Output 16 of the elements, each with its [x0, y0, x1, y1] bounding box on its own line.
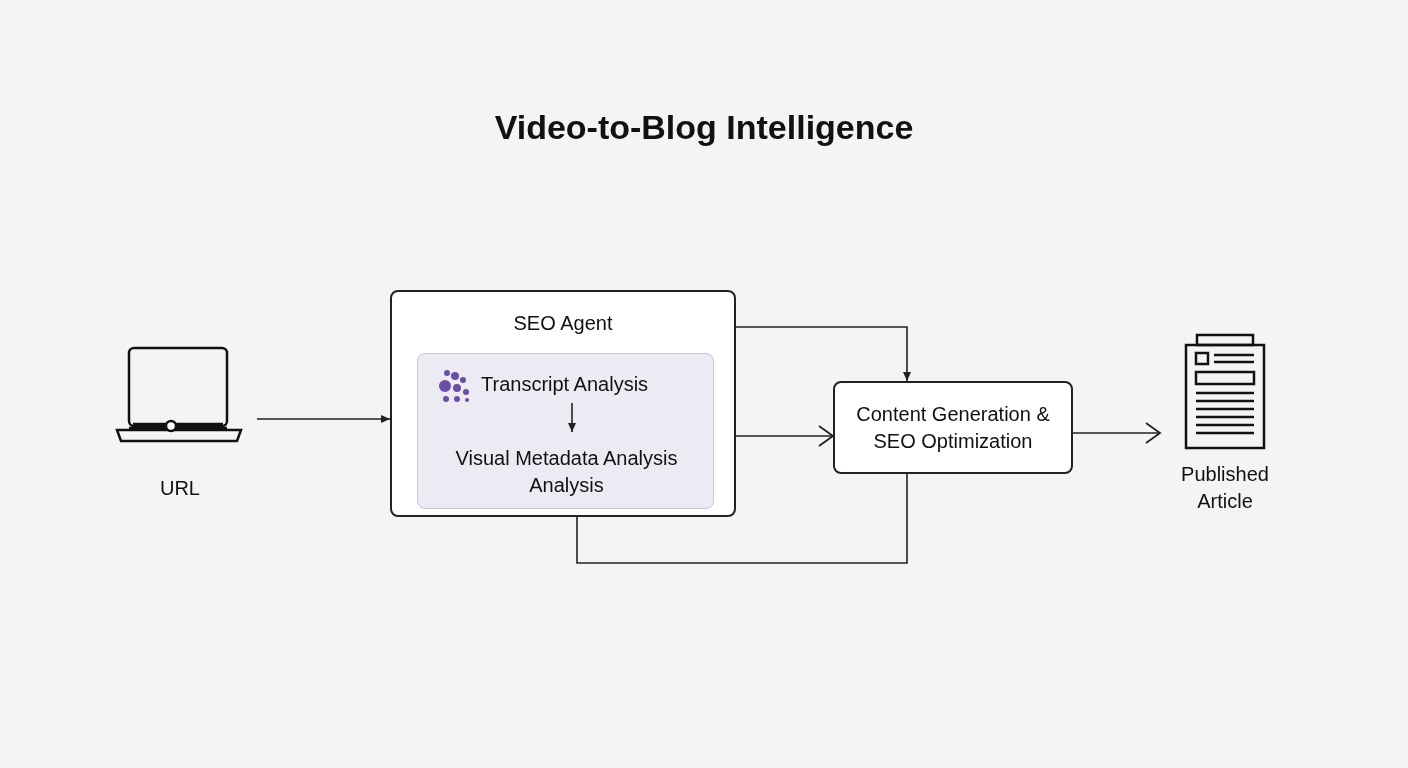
node-label: Transcript Analysis	[481, 372, 650, 397]
diagram-title: Video-to-Blog Intelligence	[493, 108, 915, 147]
analysis-panel	[417, 353, 714, 509]
process-box	[833, 381, 1073, 474]
node-label: Visual Metadata Analysis Analysis	[454, 446, 679, 498]
node-label: URL	[159, 476, 201, 501]
arrow	[735, 425, 834, 447]
process-box	[390, 290, 736, 517]
node-label: Content Generation & SEO Optimization	[855, 402, 1051, 454]
arrow	[256, 415, 391, 423]
node-label: SEO Agent	[512, 311, 614, 336]
arrow	[1072, 422, 1161, 444]
node-label: Published Article	[1180, 462, 1270, 514]
arrow	[735, 326, 911, 382]
connector-line	[576, 473, 908, 564]
arrow	[568, 402, 576, 433]
